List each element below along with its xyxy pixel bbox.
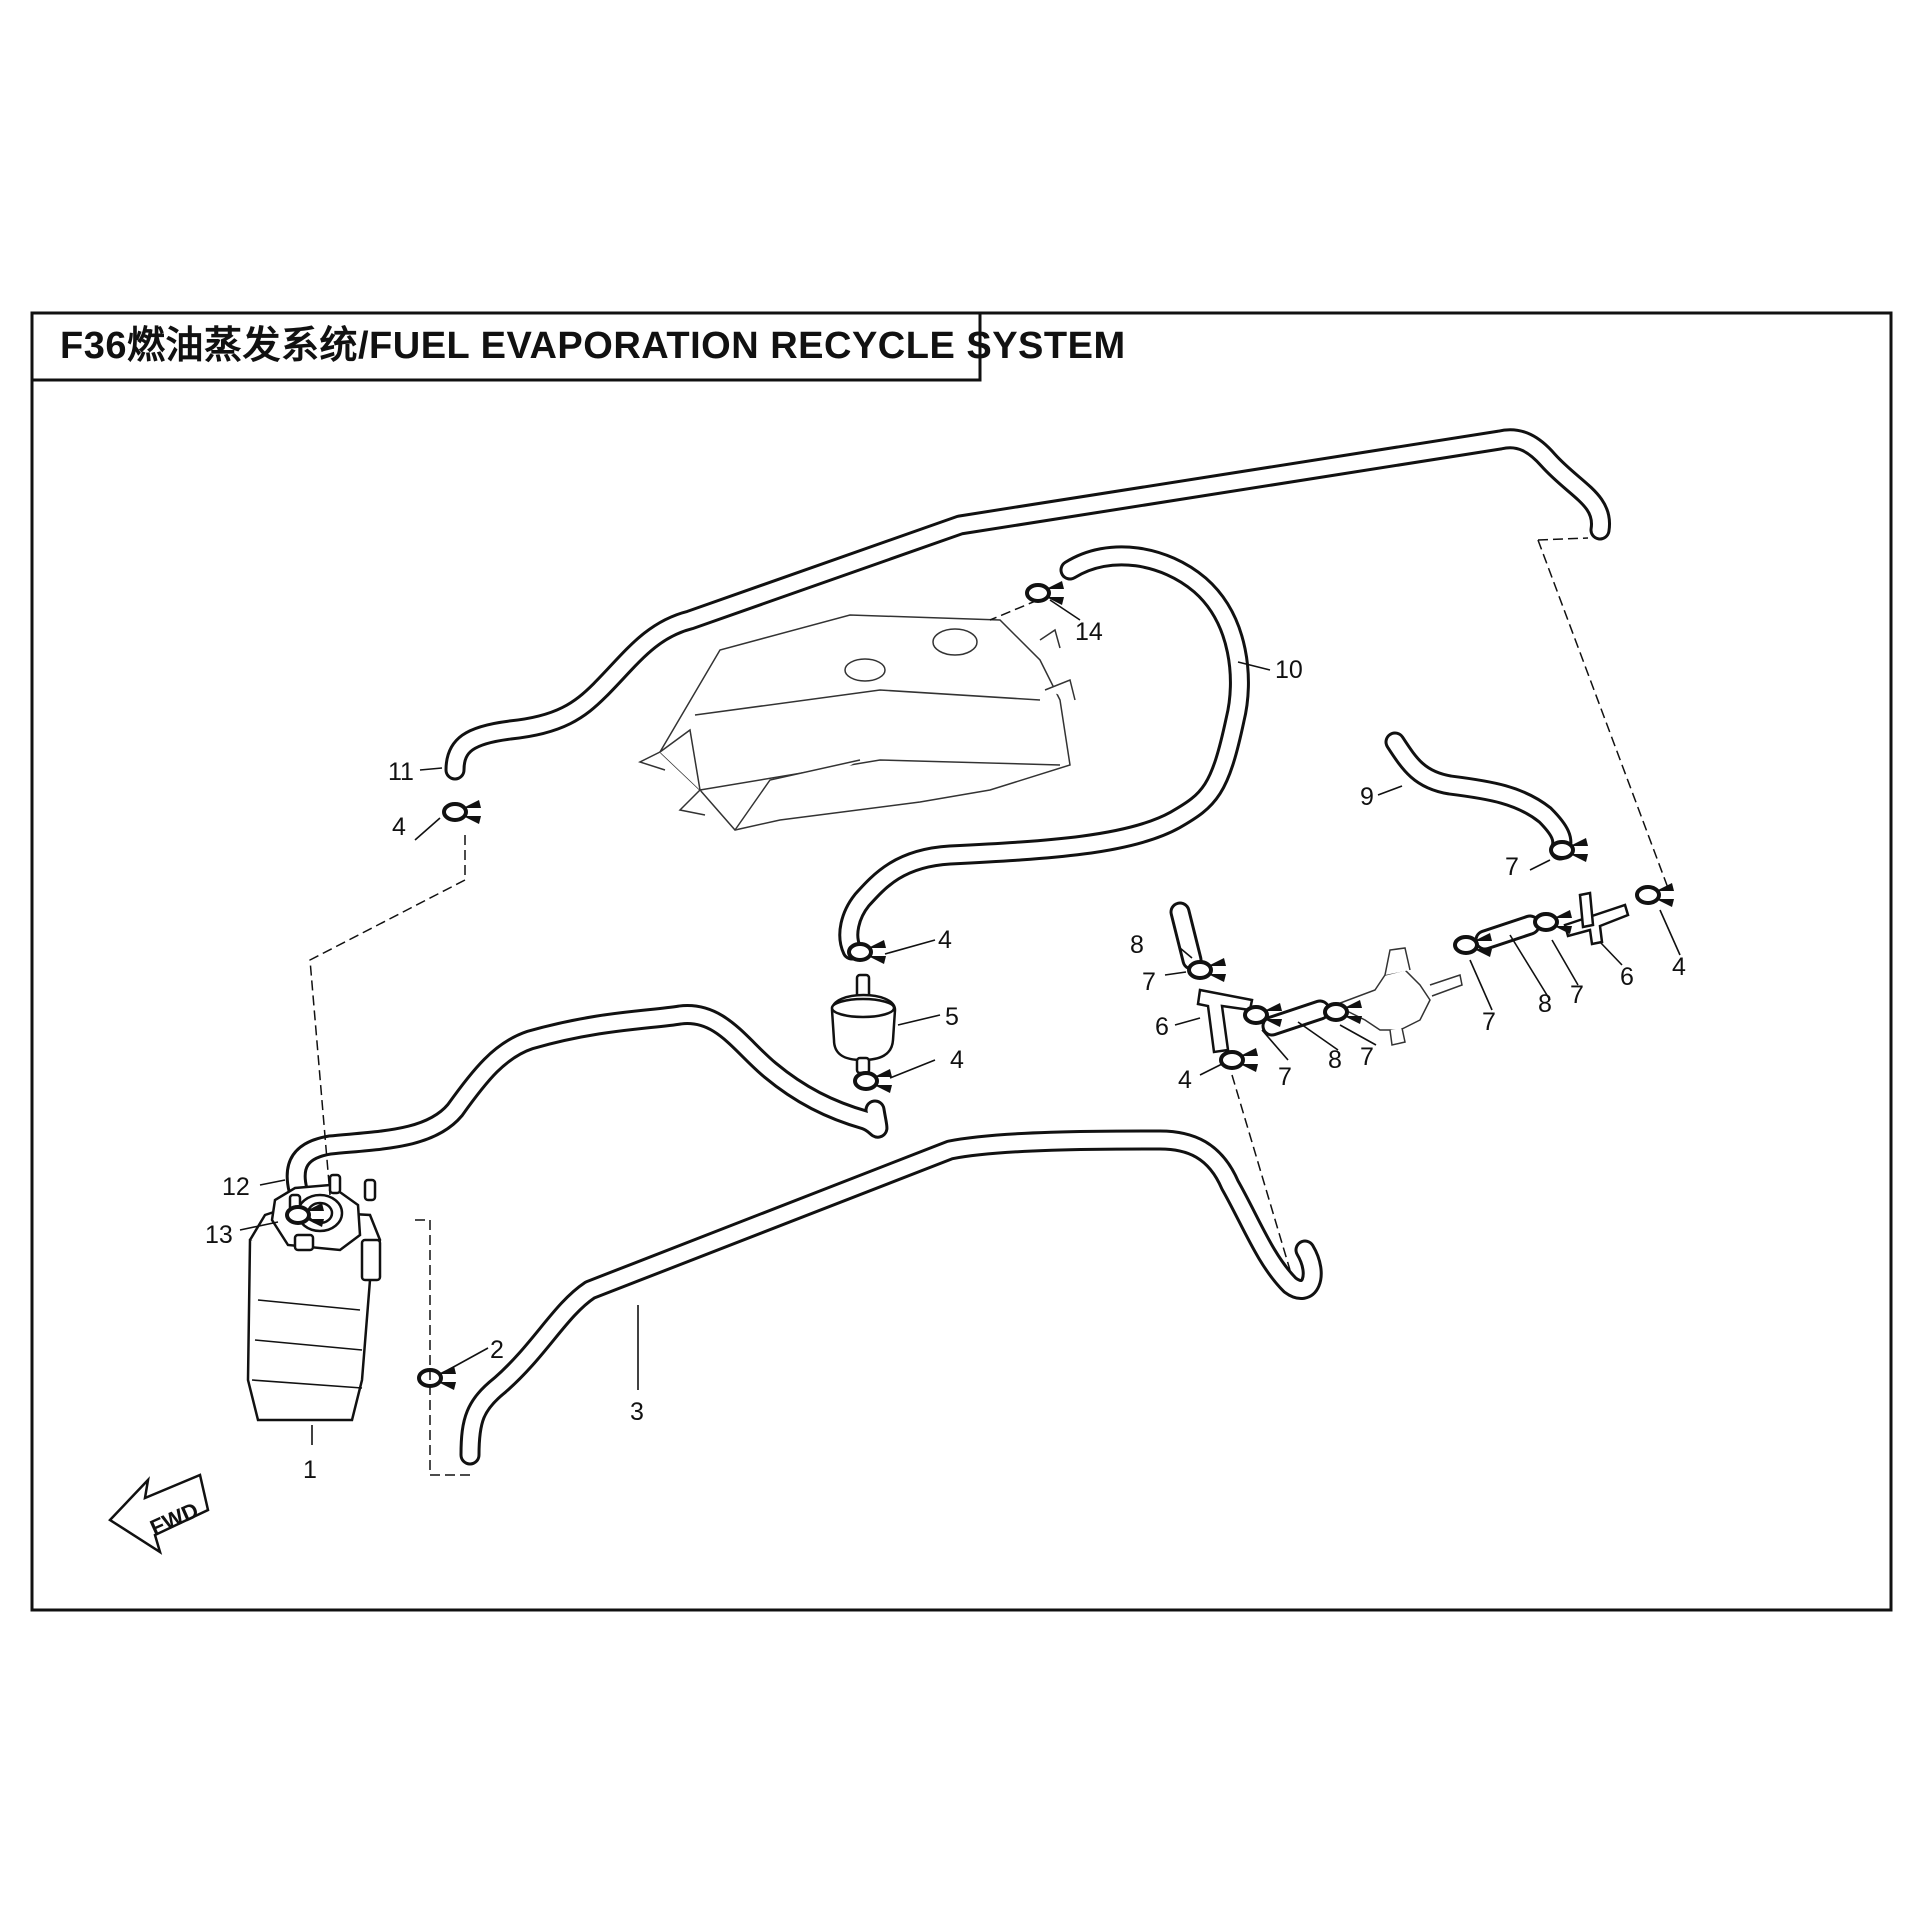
callout-3: 3 <box>630 1398 644 1426</box>
vent-valve <box>1333 947 1463 1046</box>
callout-14: 14 <box>1075 618 1103 646</box>
callout-8-c: 8 <box>1538 990 1552 1018</box>
callout-7-f: 7 <box>1505 853 1519 881</box>
dashed-connections <box>309 537 1669 1476</box>
callout-2: 2 <box>490 1336 504 1364</box>
callout-6-left: 6 <box>1155 1013 1169 1041</box>
callout-13: 13 <box>205 1221 233 1249</box>
callout-1: 1 <box>303 1456 317 1484</box>
callout-4-lower-right: 4 <box>1178 1066 1192 1094</box>
callout-5: 5 <box>945 1003 959 1031</box>
title-box: F36燃油蒸发系统/FUEL EVAPORATION RECYCLE SYSTE… <box>30 311 1126 382</box>
callout-7-d: 7 <box>1482 1008 1496 1036</box>
fwd-arrow: FWD <box>108 1473 210 1555</box>
callout-6-right: 6 <box>1620 963 1634 991</box>
callout-8-a: 8 <box>1130 931 1144 959</box>
tube-8-left-vertical <box>1169 901 1203 971</box>
clamp-4-right <box>1635 881 1676 909</box>
callout-4-right: 4 <box>1672 953 1686 981</box>
clamp-14 <box>1025 579 1066 607</box>
hose-11 <box>444 428 1612 781</box>
tube-8-right <box>1474 914 1541 951</box>
hose-10 <box>838 545 1250 961</box>
t-fitting-6-left <box>1196 988 1254 1054</box>
hose-9 <box>1384 731 1573 861</box>
callouts: 1 2 3 4 4 4 4 4 5 6 6 7 7 7 7 7 7 8 8 8 … <box>205 618 1686 1484</box>
t-fitting-6-right <box>1563 891 1630 946</box>
page-title: F36燃油蒸发系统/FUEL EVAPORATION RECYCLE SYSTE… <box>60 325 1126 367</box>
fuel-filter <box>830 973 897 1075</box>
fuel-tank <box>638 614 1076 831</box>
clamp-7-a <box>1187 956 1228 984</box>
callout-7-e: 7 <box>1570 981 1584 1009</box>
hose-12 <box>285 1004 889 1201</box>
callout-12: 12 <box>222 1173 250 1201</box>
hose-3 <box>459 1129 1323 1466</box>
clamp-4-left <box>442 798 483 826</box>
callout-4-filter-top: 4 <box>938 926 952 954</box>
callout-7-b: 7 <box>1278 1063 1292 1091</box>
callout-4-filter-bottom: 4 <box>950 1046 964 1074</box>
carbon-canister <box>246 1173 382 1422</box>
clamp-4-filter-bottom <box>853 1067 894 1095</box>
callout-10: 10 <box>1275 656 1303 684</box>
leader-lines <box>239 599 1681 1445</box>
clamp-7-e <box>1533 908 1574 936</box>
clamp-4-lower-right <box>1219 1046 1260 1074</box>
callout-9: 9 <box>1360 783 1374 811</box>
callout-7-c: 7 <box>1360 1043 1374 1071</box>
callout-8-b: 8 <box>1328 1046 1342 1074</box>
callout-11: 11 <box>388 758 414 786</box>
clamp-2 <box>417 1364 458 1392</box>
clamp-4-filter-top <box>847 938 888 966</box>
callout-7-a: 7 <box>1142 968 1156 996</box>
callout-4-left: 4 <box>392 813 406 841</box>
